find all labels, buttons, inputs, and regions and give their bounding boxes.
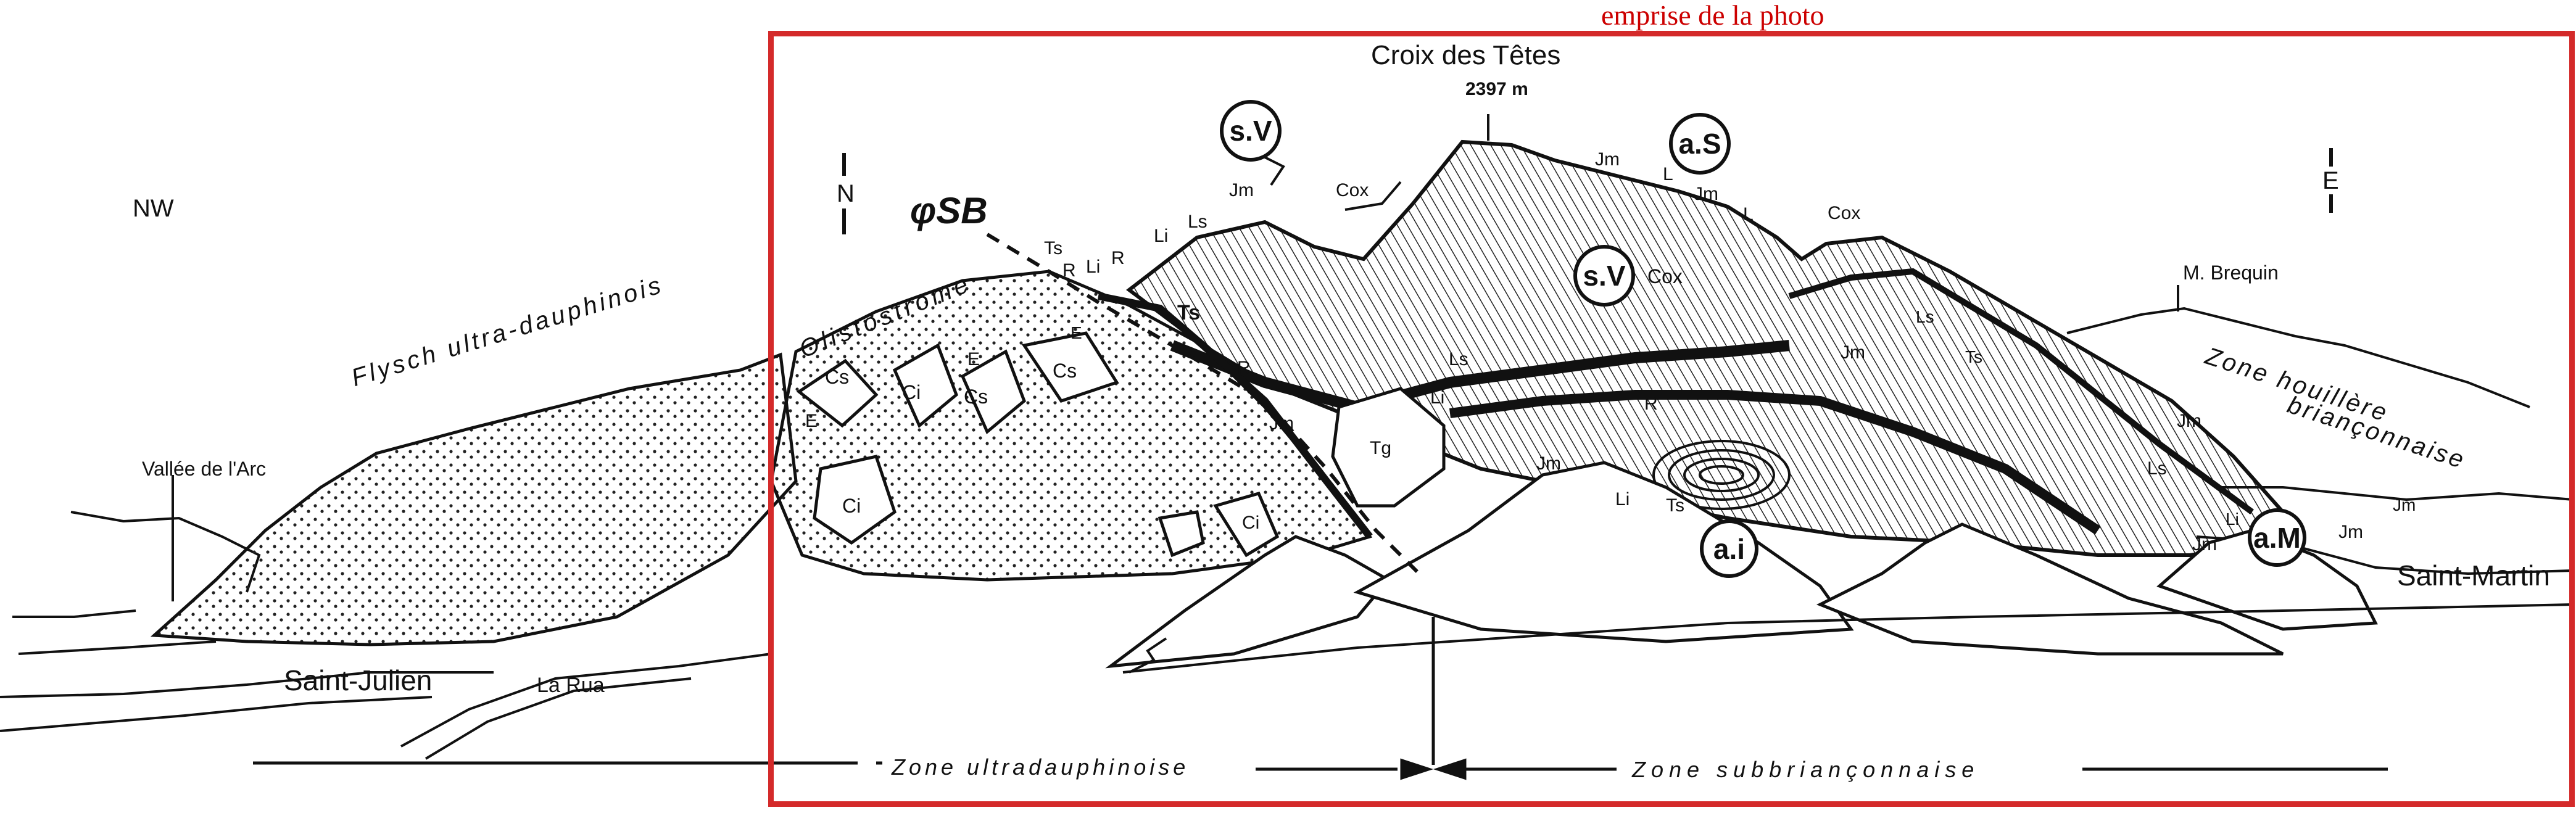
fold-ai — [1652, 440, 1791, 510]
stratum-r: R — [1062, 260, 1076, 281]
orientation-nw: NW — [133, 195, 174, 222]
valley-floor — [0, 603, 2574, 760]
stratum-li: Li — [1615, 489, 1630, 510]
lenses — [796, 331, 1280, 558]
stratum-ls: Ls — [2147, 458, 2167, 479]
m-brequin-label: M. Brequin — [2183, 262, 2279, 284]
photo-frame-caption: emprise de la photo — [1601, 0, 1824, 31]
flysch-zone — [150, 352, 798, 646]
zone-ultradauphinoise-label: Zone ultradauphinoise — [892, 754, 1190, 780]
marker-sv-top: s.V — [1220, 100, 1282, 162]
orientation-n: N — [837, 180, 855, 207]
stratum-e: E — [805, 411, 818, 431]
stratum-li: Li — [1086, 257, 1101, 277]
stratum-ls: Ls — [1188, 212, 1207, 232]
saint-martin-label: Saint-Martin — [2397, 559, 2550, 592]
stratum-jm: Jm — [1536, 453, 1561, 474]
stratum-l: L — [1663, 164, 1673, 184]
saint-julien-label: Saint-Julien — [284, 664, 433, 696]
stratum-jm: Jm — [1595, 149, 1620, 170]
stratum-r: R — [1644, 394, 1658, 414]
thrust-bands — [1097, 268, 2254, 539]
stratum-cs: Cs — [1053, 360, 1077, 382]
stratum-ts: Ts — [1177, 301, 1201, 324]
zone-subbrianconnaise-label: Zone subbriançonnaise — [1632, 757, 1980, 782]
marker-as: a.S — [1669, 113, 1731, 175]
stratum-e: E — [967, 349, 980, 369]
stratum-cs: Cs — [825, 366, 850, 388]
stratum-jm: Jm — [1841, 342, 1865, 363]
stratum-jm: Jm — [2338, 522, 2363, 542]
stratum-ci: Ci — [902, 381, 921, 403]
stratum-ls: Ls — [1449, 349, 1468, 369]
orientation-ticks — [842, 148, 2333, 234]
stratum-ts: Ts — [1044, 238, 1062, 258]
stratum-cox: Cox — [1647, 265, 1683, 287]
stratum-e: E — [1071, 323, 1082, 342]
stratum-tg: Tg — [1370, 438, 1392, 458]
stratum-jm: Jm — [1694, 184, 1718, 204]
stratum-l: L — [1743, 204, 1754, 225]
stratum-r: R — [1237, 358, 1251, 378]
stratum-cox: Cox — [1336, 180, 1369, 200]
orientation-e: E — [2322, 167, 2339, 194]
stratum-li: Li — [2226, 510, 2239, 529]
tg-block — [1331, 387, 1446, 508]
marker-ai: a.i — [1700, 519, 1758, 578]
stratum-jm: Jm — [2177, 411, 2201, 431]
marker-sv-center: s.V — [1573, 245, 1635, 307]
stratum-ts: Ts — [1666, 495, 1684, 516]
stratum-ci: Ci — [842, 495, 861, 517]
fault-phi-sb — [986, 233, 1421, 576]
summit-elevation: 2397 m — [1465, 79, 1528, 99]
stratum-li: Li — [1430, 387, 1445, 408]
photo-frame — [768, 31, 2575, 807]
stratum-cox: Cox — [1828, 203, 1861, 223]
zone-axis — [253, 617, 2388, 780]
stratum-ls: Ls — [1916, 307, 1934, 326]
stratum-ts: Ts — [1965, 347, 1982, 366]
stratum-jm: Jm — [1229, 180, 1254, 200]
summit-name: Croix des Têtes — [1371, 40, 1561, 70]
stratum-li: Li — [1154, 226, 1169, 246]
stratum-jm: Jm — [1269, 413, 1294, 434]
vallee-arc-label: Vallée de l'Arc — [142, 458, 267, 480]
stratum-cs: Cs — [964, 386, 988, 408]
la-rua-label: La Rua — [537, 674, 605, 697]
stratum-ci: Ci — [1242, 513, 1260, 533]
marker-am: a.M — [2248, 508, 2306, 567]
foreground-cones — [1105, 461, 2378, 669]
fault-label: φSB — [910, 190, 988, 231]
stratum-r: R — [1111, 248, 1125, 268]
stratum-jm: Jm — [2393, 495, 2416, 514]
stratum-jm: Jm — [2192, 534, 2217, 555]
